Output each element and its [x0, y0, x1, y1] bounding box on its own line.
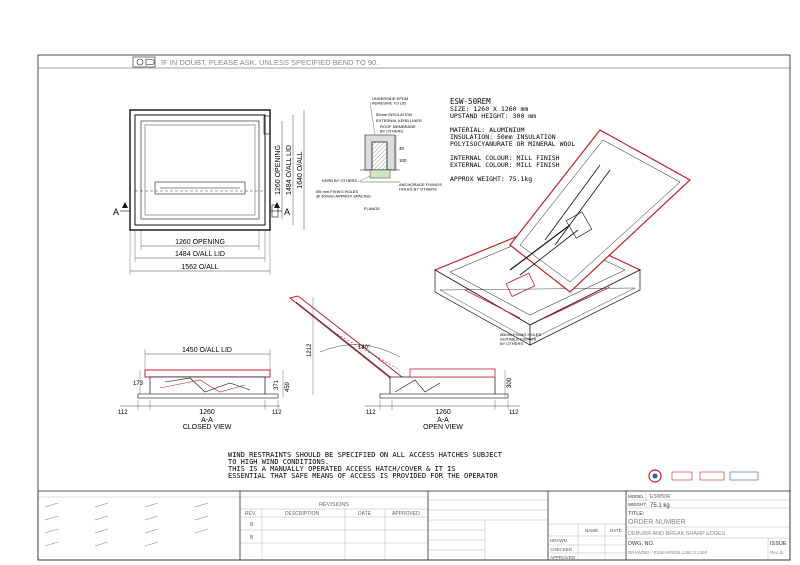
model-label: MODEL	[628, 494, 645, 499]
detail-label-kerb: KERB BY OTHERS	[322, 178, 357, 183]
dim-lid-width: 1484 O/ALL LID	[175, 251, 225, 258]
issue-label: ISSUE	[770, 541, 787, 547]
warning-line-1: WIND RESTRAINTS SHOULD BE SPECIFIED ON A…	[228, 451, 503, 459]
open-dim-b2: 1260	[435, 409, 451, 416]
spec-internal-colour: INTERNAL COLOUR: MILL FINISH	[450, 154, 560, 162]
title-block: MODEL ESW50R WEIGHT 75.1 kg TITLE: ORDER…	[625, 490, 791, 561]
spec-external-colour: EXTERNAL COLOUR: MILL FINISH	[450, 161, 560, 169]
section-marker-right: A	[284, 207, 290, 217]
revisions-table: REVISIONS REV. DESCRIPTION DATE APPROVED…	[239, 490, 429, 561]
dwg-label: DWG. NO.	[628, 541, 655, 547]
closed-view: 1450 O/ALL LID 173 371 459 112 1260 112 …	[118, 347, 291, 431]
logo-brand-1	[671, 471, 693, 481]
section-marker-left: A	[113, 207, 119, 217]
spec-weight: APPROX WEIGHT: 75.1kg	[450, 175, 532, 183]
open-dim-angle: 140°	[358, 345, 371, 351]
projection-circle-icon	[136, 58, 144, 66]
tolerances-block	[427, 490, 549, 561]
detail-label-flange: FLANGE	[364, 206, 380, 211]
rev-col-description: DESCRIPTION	[285, 511, 320, 517]
logo-brand-3	[729, 471, 759, 481]
title-value: ORDER NUMBER	[628, 519, 686, 526]
bend-symbol-legend	[37, 490, 241, 561]
label-name: NAME	[585, 528, 598, 533]
closed-dim-h1: 371	[274, 379, 280, 390]
plan-view: A A 1260 OPENING 1484 O/ALL LID 1562 O/A…	[113, 109, 305, 275]
closed-label: A-A	[201, 417, 213, 424]
open-dim-height: 1212	[307, 343, 313, 357]
logo-center-icon	[652, 473, 658, 479]
label-approved: APPROVED	[550, 555, 576, 560]
header-note: IF IN DOUBT, PLEASE ASK. UNLESS SPECIFIE…	[161, 58, 378, 67]
title-description: DEBURR AND BREAK SHARP EDGES	[628, 531, 726, 537]
warning-line-4: ESSENTIAL THAT SAFE MEANS OF ACCESS IS P…	[228, 472, 499, 480]
sheet-border	[37, 54, 791, 561]
spec-material: MATERIAL: ALUMINIUM	[450, 126, 524, 134]
logo-main-icon	[648, 469, 662, 483]
spec-model: ESW-50REM	[450, 97, 491, 106]
dwg-value: DRAWING - ESW-50REM-1260 X 1260	[628, 550, 708, 555]
rev-row-2: B	[250, 535, 254, 541]
open-dim-right: 300	[507, 377, 513, 388]
label-date: DATE	[610, 528, 622, 533]
detail-dim-100: 100	[399, 158, 407, 163]
projection-symbol	[132, 56, 156, 68]
warning-line-2: TO HIGH WIND CONDITIONS.	[228, 458, 329, 466]
logo-brand-2	[699, 471, 725, 481]
closed-dim-b1: 112	[118, 410, 128, 416]
dim-overall-height: 1640 O/ALL	[297, 151, 304, 188]
title-label: TITLE:	[628, 511, 645, 517]
spec-insulation-type: POLYISOCYANURATE OR MINERAL WOOL	[450, 140, 575, 148]
label-drawn: DRAWN	[550, 538, 567, 543]
spec-size: SIZE: 1260 X 1260 mm	[450, 105, 528, 113]
warning-line-3: THIS IS A MANUALLY OPERATED ACCESS HATCH…	[228, 465, 456, 473]
detail-label-fixing: Ø5 mm FIXING HOLES@ 300mm APPROX SPACING	[316, 189, 371, 199]
rev-row-1: B	[250, 522, 254, 528]
detail-dim-30: 30	[399, 146, 405, 151]
revisions-heading: REVISIONS	[319, 502, 349, 508]
rev-col-rev: REV.	[245, 511, 256, 517]
dim-opening-width: 1260 OPENING	[175, 239, 225, 246]
rev-col-date: DATE	[358, 511, 372, 517]
open-dim-b3: 112	[509, 410, 519, 416]
open-label: A-A	[437, 417, 449, 424]
open-dim-b1: 112	[366, 410, 376, 416]
detail-label-insulation: 50mm INSULATION	[376, 112, 412, 117]
closed-title: CLOSED VIEW	[183, 424, 232, 431]
spec-insulation: INSULATION: 50mm INSULATION	[450, 133, 556, 141]
weight-label: WEIGHT	[628, 502, 646, 507]
approval-block: NAME DATE DRAWN CHECKED APPROVED	[547, 490, 627, 561]
specifications: ESW-50REM SIZE: 1260 X 1260 mm UPSTAND H…	[450, 97, 575, 183]
spec-upstand: UPSTAND HEIGHT: 300 mm	[450, 112, 536, 120]
label-checked: CHECKED	[550, 547, 573, 552]
closed-dim-top: 1450 O/ALL LID	[182, 347, 232, 354]
dim-lid-height: 1484 O/ALL LID	[286, 145, 293, 195]
closed-dim-b3: 112	[272, 410, 282, 416]
dim-overall-width: 1562 O/ALL	[181, 264, 218, 271]
closed-dim-h2: 459	[285, 381, 291, 392]
open-view: 140° 1212 300 112 1260 112 A-A OPEN VIEW	[288, 295, 520, 431]
issue-value: Rev. B	[770, 550, 783, 555]
closed-dim-left: 173	[133, 381, 144, 387]
closed-dim-b2: 1260	[199, 409, 215, 416]
company-logos	[648, 469, 759, 483]
dim-opening-height: 1260 OPENING	[275, 145, 282, 195]
warnings: WIND RESTRAINTS SHOULD BE SPECIFIED ON A…	[228, 451, 503, 480]
detail-label-external-liner: EXTERNAL KERB LINER	[376, 118, 422, 123]
model-value: ESW50R	[650, 494, 671, 500]
open-title: OPEN VIEW	[423, 424, 463, 431]
projection-cone-icon	[145, 58, 155, 66]
weight-value: 75.1 kg	[650, 503, 670, 509]
rev-col-approved: APPROVED	[392, 511, 420, 517]
